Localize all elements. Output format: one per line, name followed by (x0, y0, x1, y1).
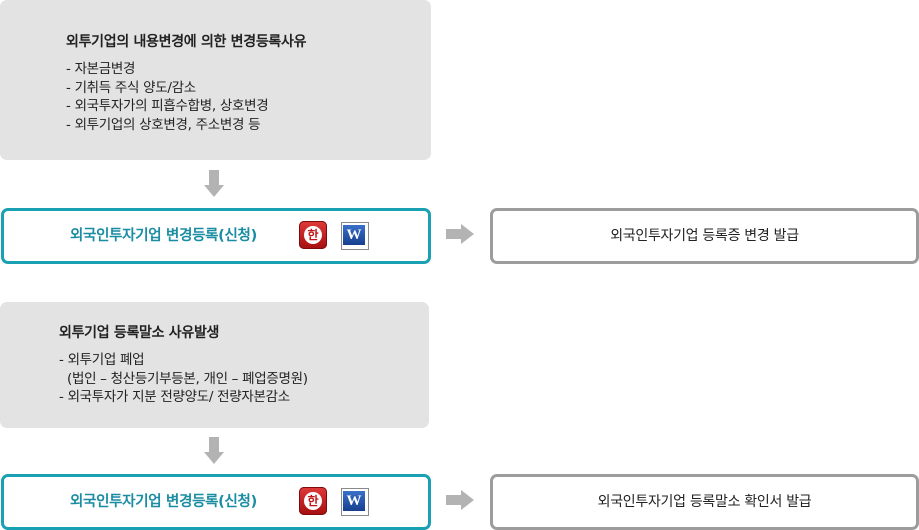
reason-title: 외투기업의 내용변경에 의한 변경등록사유 (66, 34, 307, 50)
result-box-change: 외국인투자기업 등록증 변경 발급 (490, 208, 919, 264)
word-file-icon[interactable]: W (341, 488, 371, 516)
arrow-down-icon (204, 170, 224, 198)
word-file-icon[interactable]: W (341, 222, 371, 250)
arrow-right-icon (446, 224, 474, 244)
hwp-file-icon[interactable]: 한 (299, 487, 327, 515)
reason-item: - 외투기업 폐업 (59, 352, 145, 368)
apply-box-change: 외국인투자기업 변경등록(신청) 한 W (1, 208, 431, 264)
reason-box-cancel: 외투기업 등록말소 사유발생 - 외투기업 폐업 (법인 – 청산등기부등본, … (0, 302, 429, 428)
apply-box-cancel: 외국인투자기업 변경등록(신청) 한 W (1, 474, 431, 530)
result-box-cancel: 외국인투자기업 등록말소 확인서 발급 (490, 474, 919, 530)
reason-item: - 기취득 주식 양도/감소 (66, 79, 196, 96)
reason-item: - 외투기업의 상호변경, 주소변경 등 (66, 116, 261, 133)
apply-label: 외국인투자기업 변경등록(신청) (70, 228, 257, 244)
hwp-file-icon[interactable]: 한 (299, 221, 327, 249)
reason-item: - 외국투자가 지분 전량양도/ 전량자본감소 (59, 389, 290, 405)
apply-label: 외국인투자기업 변경등록(신청) (70, 494, 257, 510)
reason-item: - 자본금변경 (66, 61, 136, 77)
reason-item: - 외국투자가의 피흡수합병, 상호변경 (66, 98, 269, 114)
arrow-right-icon (446, 490, 474, 510)
reason-box-change: 외투기업의 내용변경에 의한 변경등록사유 - 자본금변경 - 기취득 주식 양… (0, 0, 431, 160)
reason-title: 외투기업 등록말소 사유발생 (59, 325, 220, 341)
arrow-down-icon (204, 437, 224, 465)
reason-item: (법인 – 청산등기부등본, 개인 – 폐업증명원) (59, 370, 308, 387)
